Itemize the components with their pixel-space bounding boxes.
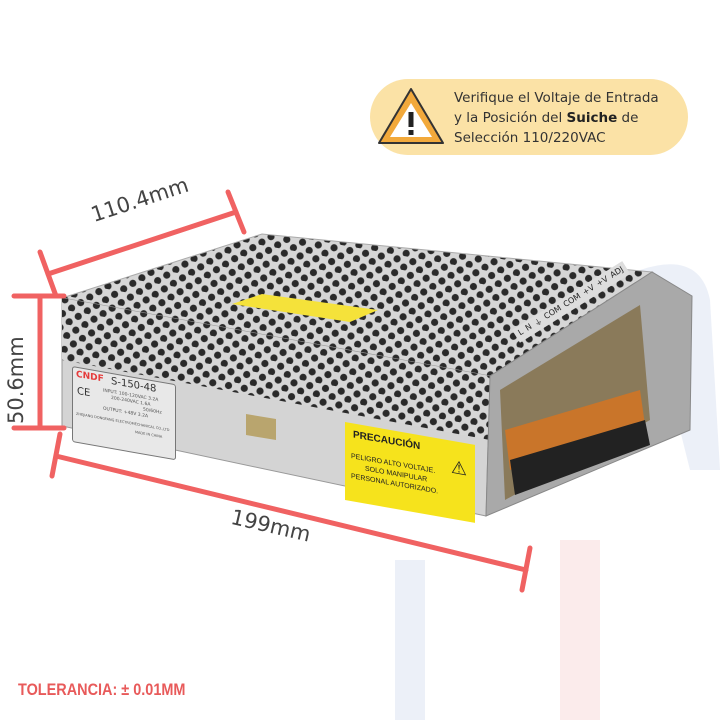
notice-line-2-text: y la Posición del: [454, 110, 567, 126]
terminal-cover: [505, 390, 645, 470]
terminal-block: [510, 420, 650, 495]
notice-line-2-end: de: [617, 110, 639, 126]
notice-line-1: Verifique el Voltaje de Entrada: [454, 90, 659, 106]
background-shape: [395, 560, 425, 720]
terminal-label: L: [516, 327, 526, 338]
caution-title: PRECAUCIÓN: [353, 429, 421, 453]
ce-mark: CE: [77, 385, 91, 400]
tolerance-label: TOLERANCIA: ± 0.01MM: [18, 680, 186, 699]
top-sticker: [232, 294, 378, 322]
terminal-label: N: [523, 321, 534, 333]
notice-line-2: y la Posición del Suiche de: [454, 108, 659, 128]
front-slot: [246, 414, 276, 440]
input-voltage-notice: Verifique el Voltaje de Entrada y la Pos…: [370, 79, 688, 155]
warning-triangle-icon: [378, 88, 444, 144]
high-voltage-icon: ⚠: [450, 456, 467, 480]
notice-emphasis: Suiche: [566, 110, 618, 126]
dimension-lines: [11, 189, 533, 593]
height-dimension-label: 50.6mm: [4, 336, 28, 424]
notice-text: Verifique el Voltaje de Entrada y la Pos…: [454, 88, 659, 148]
terminal-label: ⏚: [532, 316, 545, 329]
background-shape: [560, 540, 600, 720]
notice-line-3: Selección 110/220VAC: [454, 130, 606, 146]
brand-name: CNDF: [76, 369, 104, 385]
origin: MADE IN CHINA: [135, 430, 163, 439]
